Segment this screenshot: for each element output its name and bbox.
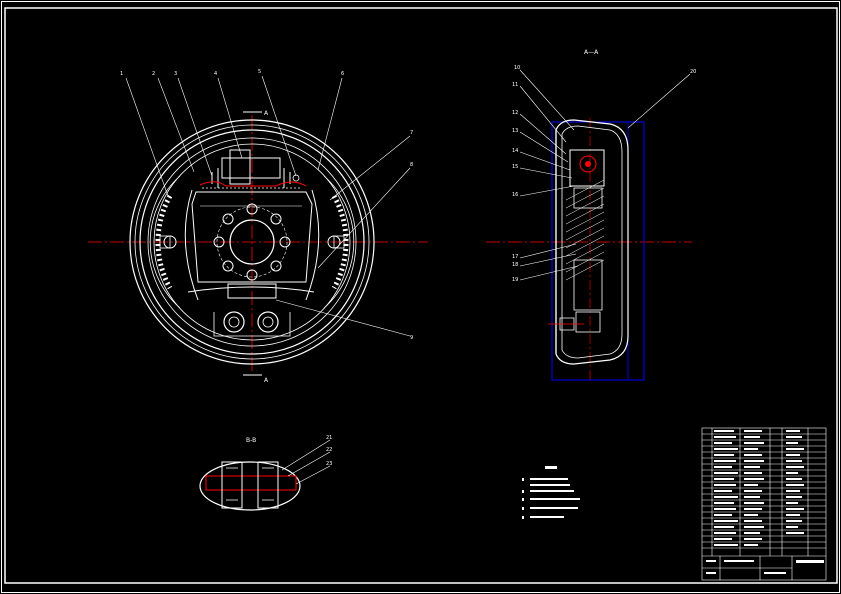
callout-5: 5 <box>258 69 261 75</box>
callout-16: 16 <box>512 192 518 198</box>
callout-23: 23 <box>326 461 332 467</box>
callout-1: 1 <box>120 71 123 77</box>
callout-20: 20 <box>690 69 696 75</box>
front-view: A A 1 2 3 4 5 6 7 8 9 <box>88 69 428 384</box>
callout-21: 21 <box>326 435 332 441</box>
callout-12: 12 <box>512 110 518 116</box>
callout-7: 7 <box>410 130 413 136</box>
callout-11: 11 <box>512 82 518 88</box>
callout-4: 4 <box>214 71 217 77</box>
callout-13: 13 <box>512 128 518 134</box>
technical-notes <box>522 466 580 519</box>
section-mark-bottom: A <box>264 377 269 384</box>
callout-3: 3 <box>174 71 177 77</box>
callout-9: 9 <box>410 335 413 341</box>
callout-19: 19 <box>512 277 518 283</box>
parts-list-entries <box>706 430 824 574</box>
callout-8: 8 <box>410 162 413 168</box>
callout-18: 18 <box>512 262 518 268</box>
parts-list-table <box>701 427 827 581</box>
detail-view-title: B-B <box>246 437 256 444</box>
callout-17: 17 <box>512 254 518 260</box>
sheet-inner-border <box>4 7 838 584</box>
callout-6: 6 <box>341 71 344 77</box>
callout-22: 22 <box>326 447 332 453</box>
section-view: A—A <box>486 49 696 381</box>
section-mark-top: A <box>264 110 269 117</box>
callout-14: 14 <box>512 148 518 154</box>
callout-15: 15 <box>512 164 518 170</box>
callout-10: 10 <box>514 65 520 71</box>
callout-2: 2 <box>152 71 155 77</box>
section-view-title: A—A <box>584 49 599 56</box>
detail-view: B-B 21 22 23 <box>199 435 332 511</box>
